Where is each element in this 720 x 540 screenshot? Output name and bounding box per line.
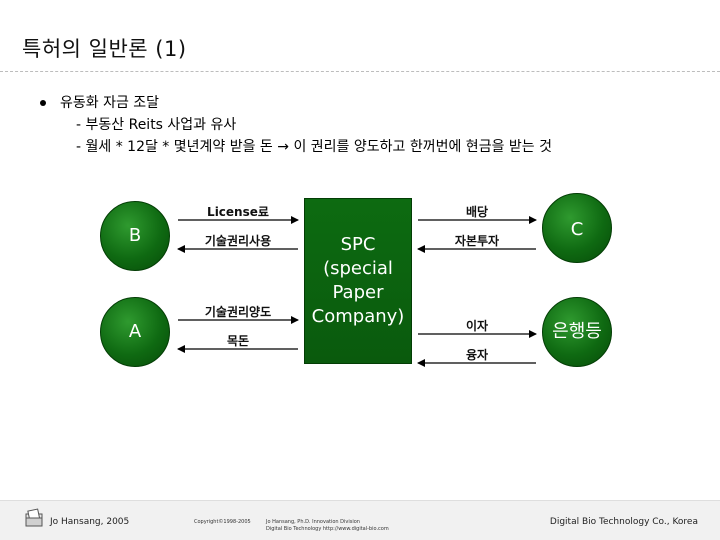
label-tech-transfer: 기술권리양도	[204, 305, 272, 319]
bullet-list: 유동화 자금 조달 - 부동산 Reits 사업과 유사 - 월세 * 12달 …	[40, 92, 552, 158]
spc-box: SPC (special Paper Company)	[304, 198, 412, 364]
node-b: B	[100, 201, 170, 271]
node-a: A	[100, 297, 170, 367]
bullet-dot-icon	[40, 100, 46, 106]
node-bank: 은행등	[542, 297, 612, 367]
bullet-main-text: 유동화 자금 조달	[60, 95, 160, 111]
footer-credit-line-2: Digital Bio Technology http://www.digita…	[266, 526, 389, 532]
bullet-sub-1: - 부동산 Reits 사업과 유사	[76, 117, 237, 133]
footer-company: Digital Bio Technology Co., Korea	[549, 517, 698, 527]
footer-copyright: Copyright©1998-2005	[194, 519, 251, 525]
folder-doc-icon	[25, 508, 43, 527]
page-title: 특허의 일반론 (1)	[22, 37, 187, 61]
title-divider	[0, 71, 720, 72]
spc-line-3: Paper	[332, 282, 384, 303]
spc-line-2: (special	[323, 258, 393, 279]
label-dividend: 배당	[465, 205, 489, 219]
bullet-main: 유동화 자금 조달	[40, 92, 552, 114]
footer-credit-line-1: Jo Hansang, Ph.D. Innovation Division	[266, 519, 360, 525]
label-license-fee: License료	[207, 205, 269, 219]
spc-line-1: SPC	[340, 234, 376, 255]
bullet-sub-2: - 월세 * 12달 * 몇년계약 받을 돈 → 이 권리를 양도하고 한꺼번에…	[76, 139, 552, 155]
spc-text: SPC (special Paper Company)	[312, 233, 405, 329]
node-c: C	[542, 193, 612, 263]
label-lump-sum: 목돈	[226, 334, 250, 348]
label-interest: 이자	[465, 319, 489, 333]
footer-credit: Jo Hansang, Ph.D. Innovation Division Di…	[266, 519, 389, 533]
label-tech-use: 기술권리사용	[204, 234, 272, 248]
footer-author: Jo Hansang, 2005	[50, 517, 130, 527]
footer-bar	[0, 500, 720, 540]
label-loan: 융자	[465, 348, 489, 362]
spc-line-4: Company)	[311, 306, 405, 327]
label-capital-invest: 자본투자	[454, 234, 500, 248]
